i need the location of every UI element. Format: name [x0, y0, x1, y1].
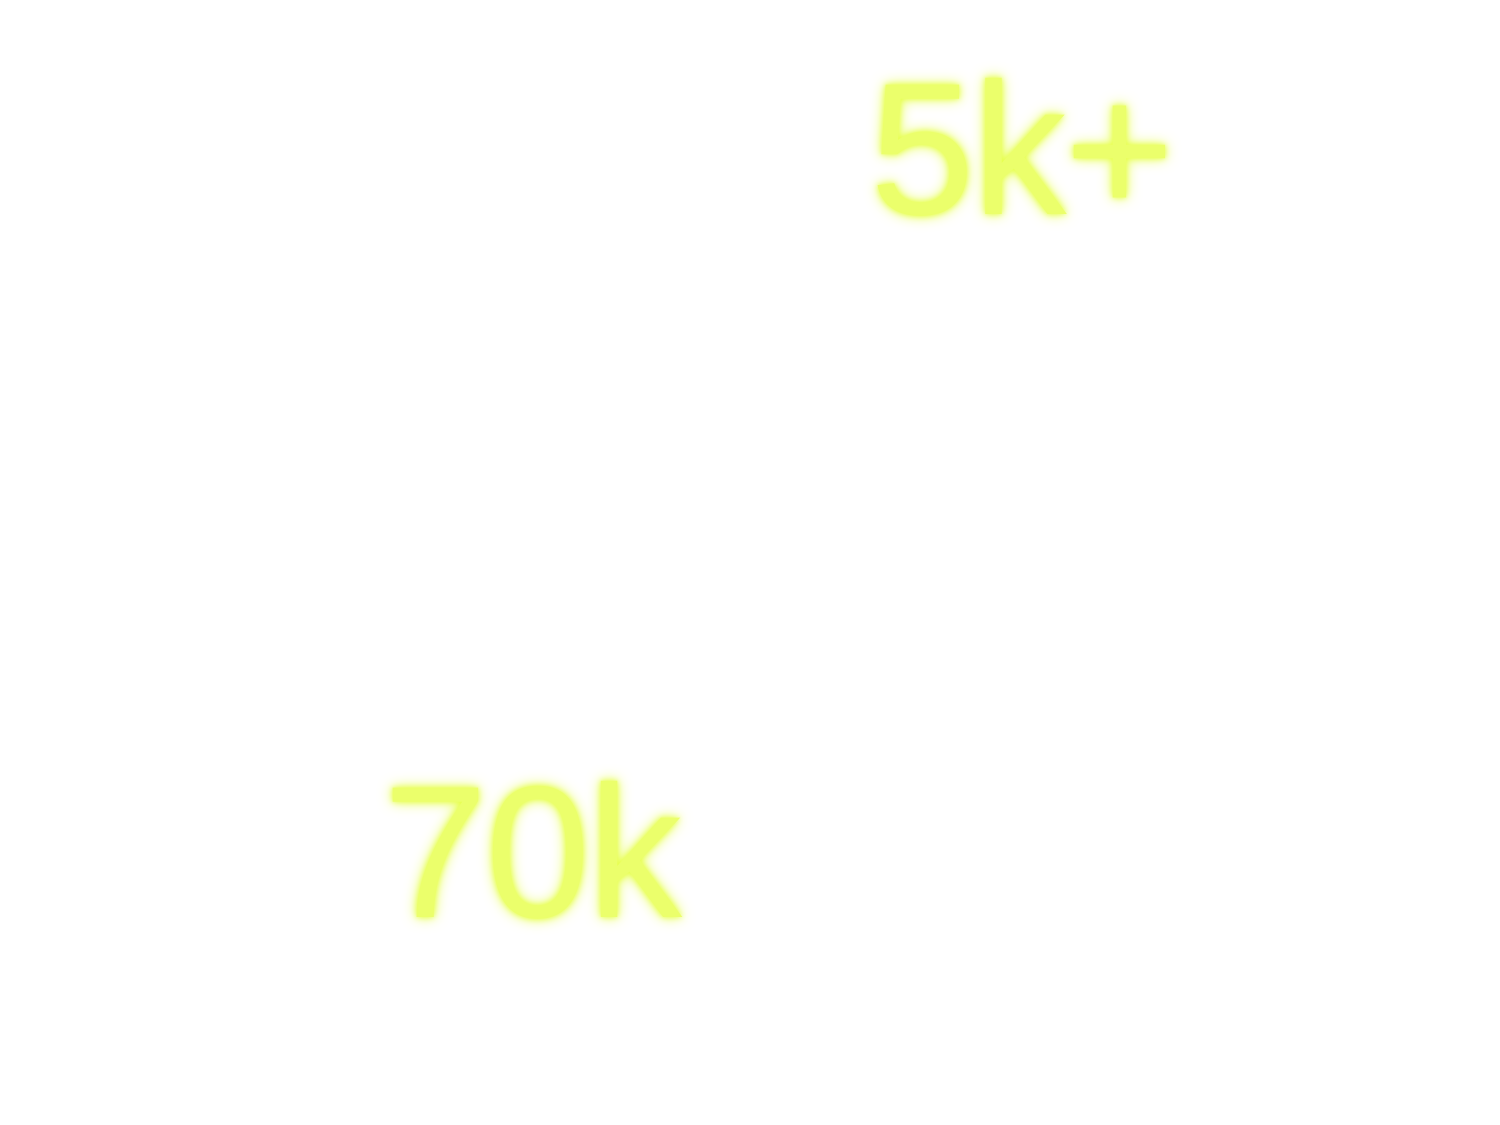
stat-value-bottom: 70k	[383, 747, 682, 957]
stat-value-top: 5k+	[870, 44, 1174, 254]
